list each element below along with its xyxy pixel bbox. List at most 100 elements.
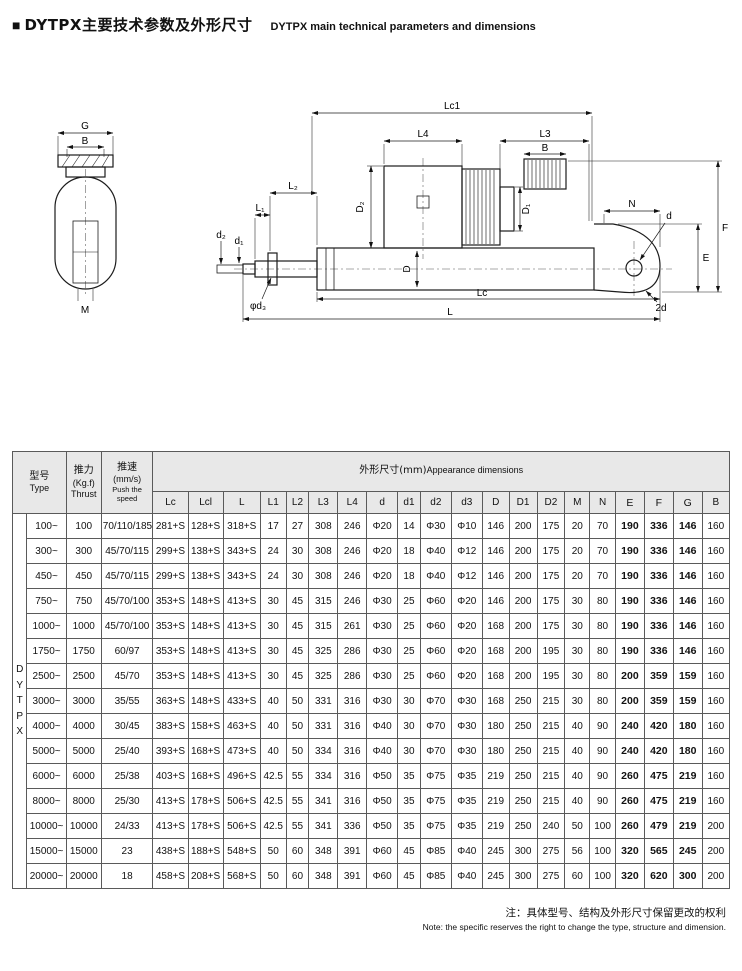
brake-block-outline: [523, 158, 567, 190]
dim-cell: 316: [337, 738, 368, 764]
speed-cell: 70/110/185: [100, 513, 154, 539]
dim-cell: Φ30: [450, 713, 483, 739]
dim-cell: 413+S: [152, 788, 189, 814]
type-cell: 3000~: [26, 688, 67, 714]
dim-cell: 17: [259, 513, 287, 539]
dim-cell: 190: [614, 588, 645, 614]
dim-cell: Φ20: [366, 538, 399, 564]
dim-cell: 175: [536, 613, 566, 639]
dim-cell: 246: [337, 563, 368, 589]
parameters-table: 型号 Type 推力 (Kg.f) Thrust 推速 (mm/s) Push …: [11, 451, 731, 889]
dim-cell: 160: [701, 613, 731, 639]
dim-cell: 50: [285, 688, 310, 714]
dim-label-lc: Lc: [477, 288, 488, 299]
dim-cell: 316: [337, 713, 368, 739]
dim-cell: 260: [614, 788, 645, 814]
dim-cell: 90: [589, 763, 616, 789]
dim-col-header: D2: [536, 491, 566, 514]
dim-cell: 275: [536, 838, 566, 864]
dim-cell: 250: [508, 738, 538, 764]
dim-cell: 343+S: [222, 538, 261, 564]
thrust-cell: 4000: [65, 713, 102, 739]
thrust-cell: 2500: [65, 663, 102, 689]
dim-cell: Φ12: [450, 538, 483, 564]
dim-cell: 413+S: [222, 613, 261, 639]
dim-cell: 60: [285, 863, 310, 889]
col-header-thrust: 推力 (Kg.f) Thrust: [65, 451, 102, 514]
dim-cell: 160: [701, 713, 731, 739]
type-cell: 20000~: [26, 863, 67, 889]
dim-cell: 42.5: [259, 813, 287, 839]
dim-cell: 148+S: [187, 588, 224, 614]
dim-cell: 215: [536, 713, 566, 739]
dim-cell: 336: [643, 588, 674, 614]
dim-cell: 60: [285, 838, 310, 864]
dim-cell: 55: [285, 763, 310, 789]
dim-cell: Φ20: [450, 588, 483, 614]
dim-cell: 146: [672, 638, 703, 664]
type-cell: 15000~: [26, 838, 67, 864]
dim-label-d2-cap: D₂: [355, 201, 366, 212]
dim-cell: 308: [308, 538, 339, 564]
dim-col-header: M: [564, 491, 591, 514]
dim-cell: 506+S: [222, 813, 261, 839]
dim-cell: 24: [259, 563, 287, 589]
type-cell: 4000~: [26, 713, 67, 739]
dim-cell: 158+S: [187, 713, 224, 739]
dim-label-d1-small: d₁: [235, 236, 245, 247]
dim-cell: 168: [481, 688, 510, 714]
dim-col-header: L1: [259, 491, 287, 514]
dim-cell: 308: [308, 563, 339, 589]
dim-cell: 40: [259, 738, 287, 764]
dim-cell: 391: [337, 863, 368, 889]
dim-cell: 90: [589, 738, 616, 764]
dim-cell: 299+S: [152, 563, 189, 589]
dim-cell: 168: [481, 663, 510, 689]
dim-cell: 315: [308, 613, 339, 639]
dim-cell: 160: [701, 538, 731, 564]
dim-cell: 40: [564, 738, 591, 764]
speed-cell: 30/45: [100, 713, 154, 739]
dim-cell: 219: [481, 788, 510, 814]
dim-cell: 250: [508, 713, 538, 739]
dim-cell: Φ40: [450, 863, 483, 889]
dim-cell: 160: [701, 663, 731, 689]
speed-cell: 18: [100, 863, 154, 889]
dim-cell: 316: [337, 763, 368, 789]
speed-cell: 45/70: [100, 663, 154, 689]
dim-cell: 50: [285, 713, 310, 739]
dim-cell: 190: [614, 538, 645, 564]
dim-cell: 475: [643, 788, 674, 814]
dim-cell: 42.5: [259, 788, 287, 814]
dim-cell: 30: [564, 688, 591, 714]
thrust-cell: 20000: [65, 863, 102, 889]
dim-cell: 25: [397, 588, 421, 614]
dim-cell: 146: [672, 538, 703, 564]
dim-cell: Φ35: [450, 763, 483, 789]
dim-col-header: D: [481, 491, 510, 514]
dim-label-n: N: [628, 199, 635, 210]
dim-cell: 50: [564, 813, 591, 839]
dim-cell: 148+S: [187, 638, 224, 664]
dim-cell: 70: [589, 563, 616, 589]
dim-cell: 315: [308, 588, 339, 614]
type-cell: 750~: [26, 588, 67, 614]
dim-cell: 148+S: [187, 663, 224, 689]
dim-cell: Φ30: [366, 613, 399, 639]
dim-col-header: d3: [450, 491, 483, 514]
dim-cell: Φ30: [366, 588, 399, 614]
dim-label-front-m: M: [81, 305, 89, 316]
clevis-hole: [625, 259, 643, 277]
dim-cell: 383+S: [152, 713, 189, 739]
dim-cell: 219: [481, 763, 510, 789]
dim-cell: 433+S: [222, 688, 261, 714]
dim-cell: 18: [397, 563, 421, 589]
type-cell: 10000~: [26, 813, 67, 839]
dim-cell: 286: [337, 638, 368, 664]
dim-cell: 100: [589, 863, 616, 889]
dim-cell: 175: [536, 538, 566, 564]
dim-cell: Φ50: [366, 763, 399, 789]
